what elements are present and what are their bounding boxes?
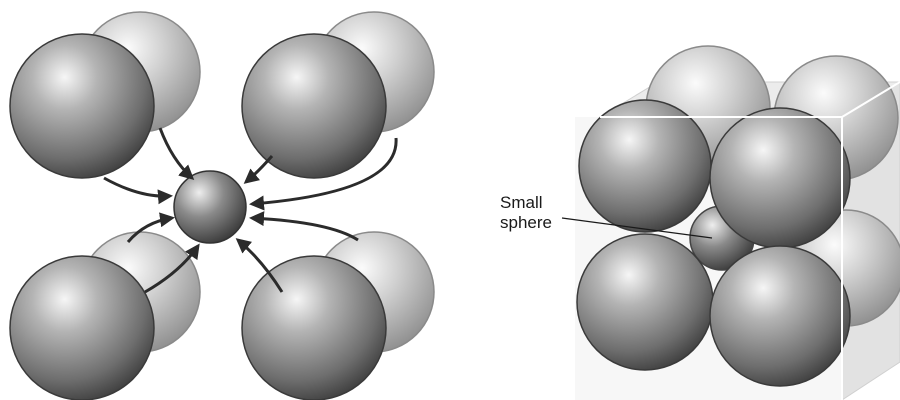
- arrow-from-top-left-front: [104, 178, 170, 196]
- cube-front-sphere-bottom-right: [710, 246, 850, 386]
- cube-front-sphere-top-right: [710, 108, 850, 248]
- arrow-from-bottom-right-back: [252, 218, 358, 240]
- arrow-from-top-right-front: [246, 156, 272, 182]
- front-sphere-bottom-left: [10, 256, 154, 400]
- small-sphere-label-line2: sphere: [500, 213, 552, 232]
- cube-front-sphere-top-left: [579, 100, 711, 232]
- small-sphere-label-line1: Small: [500, 193, 543, 212]
- central-small-sphere: [174, 171, 246, 243]
- exploded-octahedral-hole: [10, 12, 434, 400]
- front-sphere-bottom-right: [242, 256, 386, 400]
- arrow-from-top-left-back: [160, 128, 192, 178]
- front-sphere-top-right: [242, 34, 386, 178]
- cube-front-sphere-bottom-left: [577, 234, 713, 370]
- front-sphere-top-left: [10, 34, 154, 178]
- small-sphere-label: Small sphere: [500, 193, 552, 232]
- close-packed-cube: Small sphere: [500, 46, 900, 400]
